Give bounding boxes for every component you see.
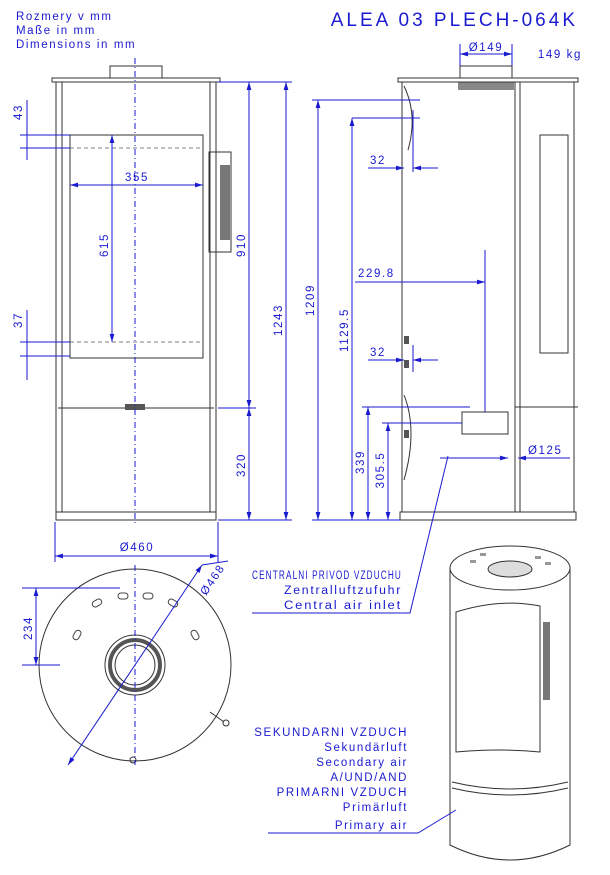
model-title: ALEA 03 PLECH-064K [331,10,578,31]
dim-910: 910 [236,233,248,257]
header: Rozmery v mm Maße in mm Dimensions in mm… [16,10,582,61]
dim-diameter-460: Ø460 [120,542,155,554]
dim-diameter-468: Ø468 [199,562,228,597]
base [55,511,217,521]
callout-and: A/UND/AND [330,772,408,784]
side-view: Ø149 1209 1129.5 32 229.8 32 339 305.5 Ø… [305,42,579,521]
dim-37: 37 [13,312,25,328]
callout-central-air-cz: CENTRALNI PRIVOD VZDUCHU [252,570,402,582]
callout-central-air-de: Zentralluftzufuhr [284,585,402,597]
callout-primary-en: Primary air [335,820,408,832]
flue-collar [109,65,163,79]
dim-1209: 1209 [305,284,317,316]
callout-central-air: CENTRALNI PRIVOD VZDUCHU Zentralluftzufu… [252,455,449,614]
dim-320: 320 [236,453,248,477]
stove-3d-view [449,545,571,861]
central-air-inlet [461,411,509,435]
dim-229-8: 229.8 [358,268,395,280]
dim-615: 615 [99,233,111,257]
flue-collar-side [459,65,513,79]
door-handle [208,151,232,253]
door-glass [69,134,204,359]
dim-339: 339 [355,450,367,474]
dim-32-top: 32 [370,155,386,167]
handle-grip [220,165,230,240]
top-plate [51,77,221,83]
dim-inlet-diameter: Ø125 [528,445,563,457]
dim-234: 234 [23,616,35,640]
stove-body [55,81,217,513]
units-label-en: Dimensions in mm [16,39,136,51]
units-label-cz: Rozmery v mm [16,11,113,23]
3d-door-glass [455,602,541,753]
dim-43: 43 [13,104,25,120]
dim-1243: 1243 [273,304,285,336]
callout-secondary-primary-air: SEKUNDARNI VZDUCH Sekundärluft Secondary… [254,727,457,834]
callout-primary-cz: PRIMARNI VZDUCH [277,787,408,799]
callout-central-air-en: Central air inlet [284,600,402,612]
callout-secondary-en: Secondary air [316,757,408,769]
callout-primary-de: Primärluft [343,802,408,814]
dim-1129-5: 1129.5 [339,308,351,352]
weight-label: 149 kg [538,49,582,61]
callout-secondary-cz: SEKUNDARNI VZDUCH [254,727,408,739]
dim-305-5: 305.5 [375,452,387,489]
callout-secondary-de: Sekundärluft [324,742,408,754]
top-view: Ø468 234 [22,560,232,766]
dim-flue-diameter: Ø149 [469,42,504,54]
front-view: 355 615 43 37 910 320 1243 Ø460 [13,58,292,562]
units-label-de: Maße in mm [16,25,96,37]
dim-355: 355 [125,172,149,184]
dim-32-bottom: 32 [370,347,386,359]
